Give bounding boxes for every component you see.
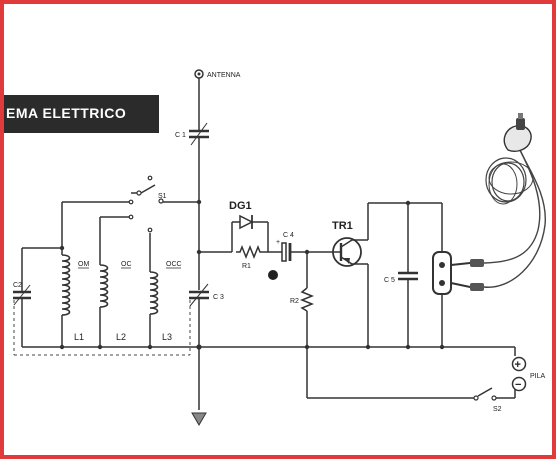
junction-dot bbox=[405, 344, 411, 350]
junction-dot bbox=[59, 344, 65, 350]
l2-label: L2 bbox=[116, 332, 126, 342]
switch-s1: S1 bbox=[131, 175, 167, 204]
c4-label: C 4 bbox=[283, 232, 294, 239]
jack-body bbox=[432, 251, 452, 295]
cord-loop bbox=[491, 162, 525, 202]
resistor-r1: R1 bbox=[236, 244, 264, 270]
r1-zigzag bbox=[236, 244, 264, 260]
s1-tap-occ bbox=[147, 227, 153, 233]
s1-blade bbox=[140, 184, 156, 194]
s1-tap-oc bbox=[128, 214, 134, 220]
c2-variable-arrow bbox=[13, 284, 31, 306]
ground-triangle bbox=[191, 412, 207, 426]
antenna-label: ANTENNA bbox=[207, 72, 241, 79]
plug-head-bottom bbox=[470, 283, 484, 291]
earphone-icon bbox=[503, 113, 532, 152]
r2-label: R2 bbox=[290, 298, 299, 305]
r1-label: R1 bbox=[242, 263, 251, 270]
junction-dot bbox=[97, 344, 103, 350]
jack-contact-top bbox=[439, 262, 445, 268]
coil-l3: OCC L3 bbox=[149, 261, 182, 342]
earphone-cord bbox=[483, 149, 541, 264]
positive-terminal-icon bbox=[511, 356, 527, 372]
junction-dot bbox=[147, 344, 153, 350]
antenna-terminal-dot bbox=[197, 72, 201, 76]
tr1-collector-lead bbox=[340, 239, 353, 248]
s2-blade bbox=[477, 387, 493, 397]
cord-loop bbox=[485, 157, 527, 203]
cord-loop bbox=[488, 161, 534, 195]
battery-terminals: + − PILA bbox=[511, 356, 546, 392]
l3-label: L3 bbox=[162, 332, 172, 342]
coil-l2: OC L2 bbox=[99, 261, 132, 342]
resistor-r2: R2 bbox=[290, 287, 315, 312]
tr1-label: TR1 bbox=[332, 220, 353, 232]
s2-label: S2 bbox=[493, 406, 502, 413]
tuning-knob-dot bbox=[268, 270, 278, 280]
tr1-emitter-arrow bbox=[344, 258, 350, 264]
plug-head-top bbox=[470, 259, 484, 267]
dg1-label: DG1 bbox=[229, 200, 252, 212]
junction-dot bbox=[365, 344, 371, 350]
jack-contact-bottom bbox=[439, 280, 445, 286]
oc-label: OC bbox=[121, 261, 132, 268]
coil-l1: OM L1 bbox=[61, 254, 89, 342]
earphone-cap bbox=[516, 118, 525, 130]
c3-label: C 3 bbox=[213, 294, 224, 301]
c5-label: C 5 bbox=[384, 277, 395, 284]
diagram-title: EMA ELETTRICO bbox=[6, 105, 126, 121]
negative-terminal-icon bbox=[511, 376, 527, 392]
title-banner: EMA ELETTRICO bbox=[4, 95, 159, 133]
switch-s2: S2 bbox=[473, 387, 502, 413]
c4-plate-positive bbox=[281, 242, 287, 262]
capacitor-c4: C 4 + bbox=[276, 232, 294, 262]
earphone-jack bbox=[432, 251, 452, 295]
s2-contact-left bbox=[473, 395, 479, 401]
l1-winding bbox=[61, 254, 71, 316]
s1-contact-right bbox=[158, 198, 164, 204]
earphone-cord-coil bbox=[485, 157, 534, 205]
junction-dot bbox=[196, 199, 202, 205]
title-banner-background bbox=[4, 95, 159, 133]
earphone-tip bbox=[518, 113, 523, 119]
transistor-tr1: TR1 bbox=[332, 220, 362, 267]
occ-label: OCC bbox=[166, 261, 182, 268]
capacitor-c5: C 5 bbox=[384, 271, 418, 284]
c1-label: C 1 bbox=[175, 132, 186, 139]
dg1-triangle bbox=[239, 214, 254, 230]
junction-dot bbox=[59, 245, 65, 251]
c4-plus-sign: + bbox=[276, 239, 280, 246]
c3-variable-arrow bbox=[189, 283, 209, 307]
l3-winding bbox=[149, 271, 159, 315]
cord-loop bbox=[488, 163, 518, 205]
ground-symbol bbox=[191, 412, 207, 426]
junction-dot bbox=[439, 344, 445, 350]
diode-dg1: DG1 bbox=[229, 200, 254, 230]
positive-sign: + bbox=[515, 359, 521, 371]
r2-zigzag bbox=[299, 287, 315, 312]
negative-sign: − bbox=[515, 379, 521, 391]
s1-label: S1 bbox=[158, 193, 167, 200]
s2-contact-right bbox=[491, 395, 497, 401]
s1-contact-upper bbox=[147, 175, 153, 181]
earphone-body bbox=[503, 125, 532, 152]
s1-tap-om bbox=[128, 199, 134, 205]
antenna: ANTENNA bbox=[194, 69, 241, 79]
junction-dot bbox=[196, 344, 202, 350]
l1-label: L1 bbox=[74, 332, 84, 342]
capacitor-c1: C 1 bbox=[175, 122, 209, 146]
pila-label: PILA bbox=[530, 373, 546, 380]
c2-label: C2 bbox=[13, 282, 22, 289]
s1-contact-left bbox=[136, 190, 142, 196]
c1-variable-arrow bbox=[190, 122, 208, 146]
l2-winding bbox=[99, 264, 109, 308]
capacitor-c3: C 3 bbox=[189, 283, 224, 307]
om-label: OM bbox=[78, 261, 89, 268]
